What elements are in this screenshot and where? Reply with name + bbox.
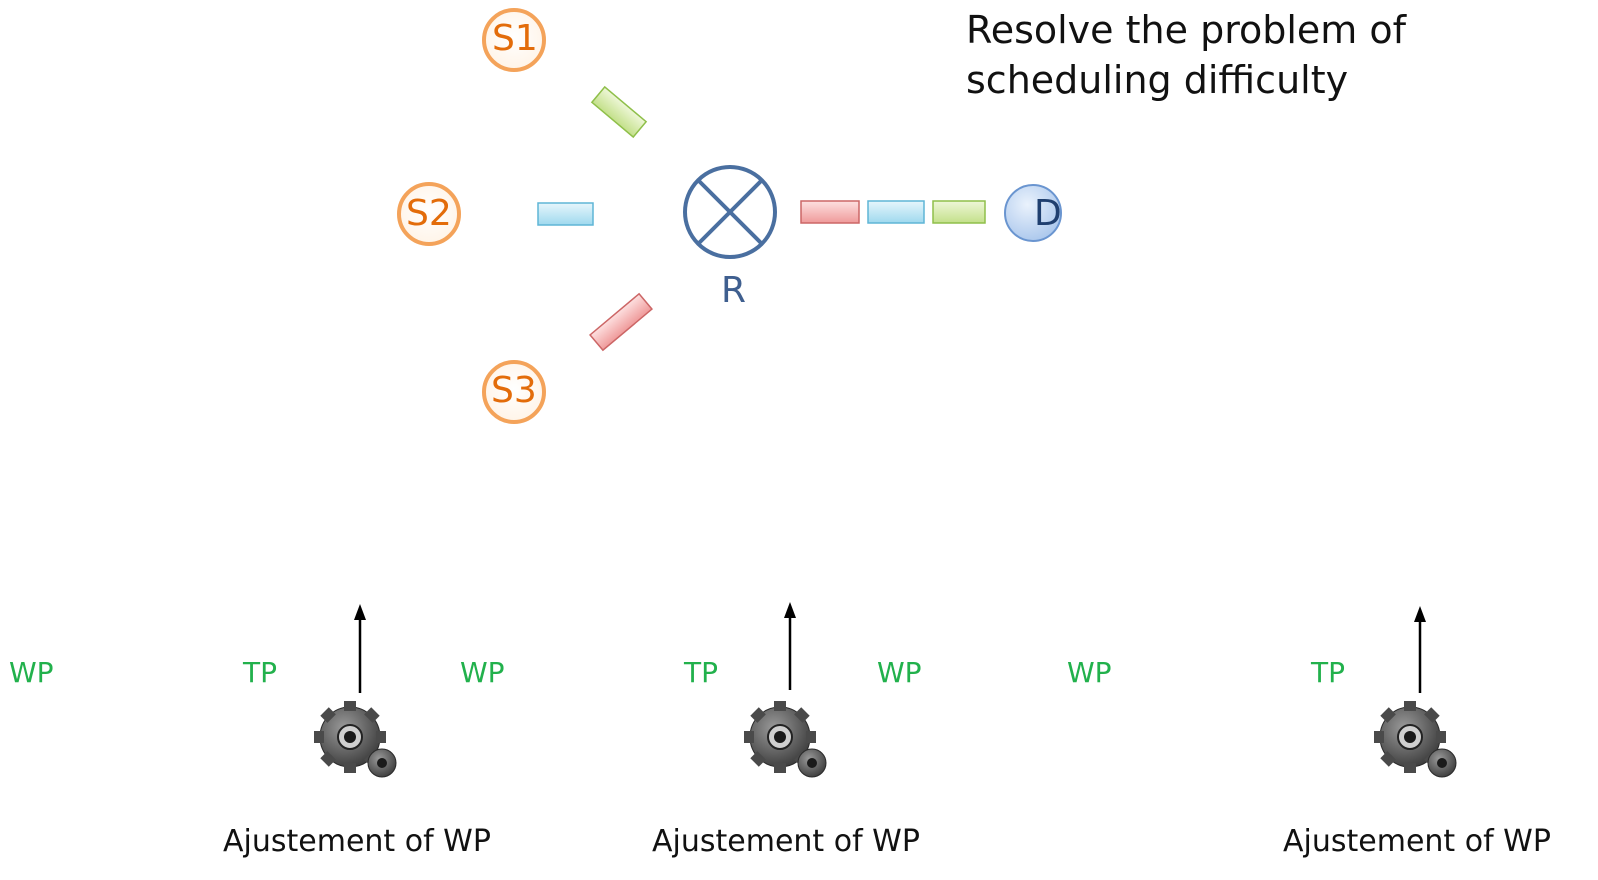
- phase-label-tp-3: TP: [1311, 656, 1345, 689]
- phase-label-wp-4: WP: [1067, 656, 1112, 689]
- router-label: R: [721, 270, 747, 311]
- gear-icon-1: [314, 701, 397, 778]
- router-node: [683, 165, 777, 259]
- source-node-s2: [397, 182, 461, 246]
- gear-caption-1: Ajustement of WP: [223, 824, 491, 859]
- destination-node: [1004, 184, 1062, 242]
- phase-label-wp-3: WP: [877, 656, 922, 689]
- queue-packet-blue: [867, 200, 925, 224]
- gear-caption-3: Ajustement of WP: [1283, 824, 1551, 859]
- phase-label-wp-2: WP: [460, 656, 505, 689]
- arrow-2: [784, 602, 796, 690]
- gear-icon-3: [1374, 701, 1457, 778]
- packet-blue-from-s2: [537, 202, 594, 226]
- phase-label-wp-1: WP: [9, 656, 54, 689]
- packet-red-from-s3: [589, 292, 653, 352]
- gear-icon-2: [744, 701, 827, 778]
- queue-packet-red: [800, 200, 860, 224]
- phase-label-tp-1: TP: [243, 656, 277, 689]
- title-line-2: scheduling difficulty: [966, 58, 1349, 102]
- arrow-1: [354, 604, 366, 693]
- phase-label-tp-2: TP: [684, 656, 718, 689]
- source-node-s3: [482, 360, 546, 424]
- queue-packet-green: [932, 200, 986, 224]
- s1-label: S1: [492, 18, 538, 59]
- s2-label: S2: [406, 193, 452, 234]
- source-node-s1: [482, 8, 546, 72]
- s3-label: S3: [491, 370, 537, 411]
- destination-label: D: [1034, 193, 1062, 234]
- packet-green-from-s1: [590, 85, 648, 139]
- gear-caption-2: Ajustement of WP: [652, 824, 920, 859]
- title-line-1: Resolve the problem of: [966, 8, 1407, 52]
- arrow-3: [1414, 606, 1426, 693]
